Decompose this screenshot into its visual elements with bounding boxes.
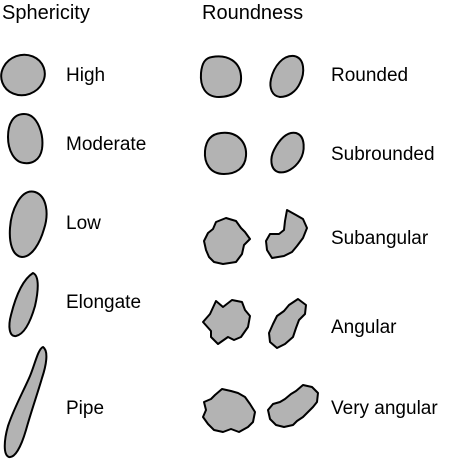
grain-pipe-sphericity — [3, 346, 48, 458]
grain-subangular-right — [265, 209, 308, 259]
grain-elongate-sphericity — [8, 272, 39, 338]
grain-rounded-left — [199, 55, 243, 98]
roundness-label-angular: Angular — [331, 317, 397, 338]
grain-subrounded-left — [203, 131, 248, 175]
roundness-label-very-angular: Very angular — [331, 398, 438, 419]
grain-subrounded-right — [270, 131, 305, 174]
grain-shapes-group — [0, 53, 319, 458]
grain-low-sphericity — [8, 190, 48, 258]
roundness-label-subrounded: Subrounded — [331, 144, 435, 165]
roundness-label-subangular: Subangular — [331, 228, 429, 249]
grain-rounded-right — [269, 54, 305, 98]
sphericity-label-high: High — [66, 65, 106, 86]
grain-subangular-left — [203, 217, 251, 265]
roundness-label-rounded: Rounded — [331, 65, 409, 86]
grain-very-angular-left — [202, 388, 256, 433]
sphericity-label-moderate: Moderate — [66, 134, 147, 155]
grain-moderate-sphericity — [7, 113, 44, 165]
grain-angular-left — [202, 299, 251, 345]
sphericity-label-elongate: Elongate — [66, 292, 142, 313]
sphericity-label-pipe: Pipe — [66, 398, 105, 419]
grain-high-sphericity — [0, 53, 46, 97]
sphericity-header: Sphericity — [2, 2, 90, 24]
grain-angular-right — [268, 298, 307, 349]
roundness-header: Roundness — [202, 2, 304, 24]
sphericity-label-low: Low — [66, 213, 101, 234]
grain-very-angular-right — [267, 384, 319, 428]
